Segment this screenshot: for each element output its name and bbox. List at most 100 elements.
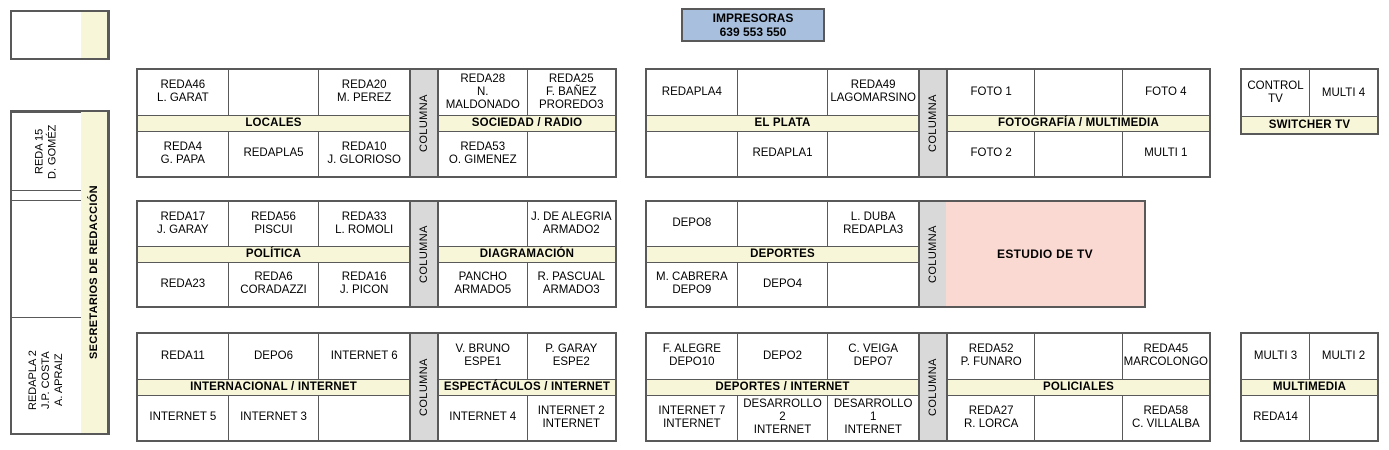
group-deportes-estudio: DEPO8 L. DUBA REDAPLA3 DEPORTES M. CABRE… [645,200,1146,308]
desk[interactable]: DEPO2 [738,334,829,379]
desk[interactable]: REDA25 F. BAÑEZ PROREDO3 [538,72,604,111]
desk[interactable]: V. BRUNO ESPE1 [439,334,528,379]
desk[interactable]: REDA23 [138,262,229,306]
desk[interactable]: REDA4 G. PAPA [138,131,229,176]
desk[interactable] [828,263,918,307]
desk[interactable] [1035,334,1123,379]
desk[interactable] [1035,395,1123,440]
desk[interactable]: REDA28 N. MALDONADO [439,70,528,115]
sidebar-desk-spacer-1[interactable] [12,190,81,200]
desk[interactable]: INTERNET 4 [439,395,528,440]
desk[interactable] [319,396,409,441]
columna-pillar: COLUMNA [920,332,946,442]
desk[interactable]: R. PASCUAL ARMADO3 [537,271,606,297]
desk[interactable]: PANCHO ARMADO5 [439,262,528,306]
desk[interactable]: REDA58 C. VILLALBA [1131,404,1200,430]
desk[interactable]: FOTO 1 [948,70,1036,115]
row-top: DEPO8 L. DUBA REDAPLA3 [647,202,918,246]
desk[interactable] [1035,70,1123,115]
row-top: REDA52 P. FUNARO REDA45 MARCOLONGO [948,334,1209,379]
row-bottom: INTERNET 5 INTERNET 3 [138,395,409,441]
row-bottom: INTERNET 7 INTERNET DESARROLLO 2 INTERNE… [647,395,918,440]
desk[interactable]: REDA52 P. FUNARO [948,334,1036,379]
desk[interactable]: REDAPLA5 [229,131,320,176]
desk[interactable] [1310,396,1377,441]
desk[interactable]: REDA16 J. PICON [339,271,389,297]
columna-pillar: COLUMNA [920,200,946,308]
desk[interactable] [828,132,918,177]
desk[interactable] [647,131,738,176]
desk[interactable]: MULTI 3 [1242,334,1310,379]
desk[interactable]: REDA46 L. GARAT [138,70,229,115]
desk[interactable]: REDA56 PISCUI [229,202,320,246]
side-espectaculos-internet: V. BRUNO ESPE1 P. GARAY ESPE2 ESPECTÁCUL… [437,332,617,442]
desk[interactable]: INTERNET 7 INTERNET [647,395,738,440]
row-bottom: REDA27 R. LORCA REDA58 C. VILLALBA [948,395,1209,440]
desk[interactable] [229,70,320,115]
desk[interactable]: MULTI 2 [1321,349,1366,362]
sidebar-desk-reda15[interactable]: REDA 15 D. GOMÉZ [12,112,81,190]
desk[interactable]: DESARROLLO 2 INTERNET [738,395,829,440]
printers-box[interactable]: IMPRESORAS 639 553 550 [681,8,825,42]
section-label-multimedia: MULTIMEDIA [1242,378,1377,396]
desk[interactable]: DEPO6 [229,334,320,379]
desk[interactable]: DESARROLLO 1 INTERNET [833,398,913,437]
desk[interactable]: M. CABRERA DEPO9 [647,262,738,306]
desk[interactable]: REDAPLA4 [647,70,738,115]
desk[interactable]: FOTO 2 [948,131,1036,176]
desk[interactable]: INTERNET 2 INTERNET [537,404,605,430]
columna-pillar: COLUMNA [411,332,437,442]
desk[interactable]: MULTI 1 [1144,147,1188,160]
row-top: MULTI 3 MULTI 2 [1242,334,1377,379]
row-top: REDA28 N. MALDONADO REDA25 F. BAÑEZ PROR… [439,70,615,115]
sidebar-desk-redapla2[interactable]: REDAPLA 2 J.P. COSTA A. APRAIZ [27,350,65,410]
desk[interactable]: REDA20 M. PEREZ [337,79,392,105]
desk[interactable]: INTERNET 3 [229,395,320,440]
side-policiales: REDA52 P. FUNARO REDA45 MARCOLONGO POLIC… [946,332,1211,442]
desk[interactable]: DEPO8 [647,202,738,246]
estudio-de-tv[interactable]: ESTUDIO DE TV [946,200,1146,308]
desk[interactable]: REDA6 CORADAZZI [229,262,320,306]
desk[interactable]: C. VEIGA DEPO7 [848,343,899,369]
side-sociedad-radio: REDA28 N. MALDONADO REDA25 F. BAÑEZ PROR… [437,68,617,178]
desk[interactable]: FOTO 4 [1145,85,1187,98]
group-locales-sociedad: REDA46 L. GARAT REDA20 M. PEREZ LOCALES … [136,68,617,178]
side-locales: REDA46 L. GARAT REDA20 M. PEREZ LOCALES … [136,68,411,178]
desk[interactable]: INTERNET 5 [138,395,229,440]
desk[interactable]: P. GARAY ESPE2 [545,343,598,369]
sidebar-desk-spacer-2[interactable] [12,317,81,327]
section-label-deportes-internet: DEPORTES / INTERNET [647,378,918,396]
desk[interactable] [528,132,616,177]
sidebar-desk-empty[interactable] [12,200,81,317]
desk[interactable]: DEPO4 [738,262,829,306]
desk[interactable] [738,70,829,115]
desk[interactable]: F. ALEGRE DEPO10 [647,334,738,379]
desk[interactable]: REDA33 L. ROMOLI [335,210,394,236]
desk[interactable]: MULTI 4 [1321,86,1366,99]
desk[interactable] [439,202,528,246]
desk[interactable]: INTERNET 6 [330,349,398,362]
desk[interactable]: REDA10 J. GLORIOSO [327,140,401,166]
desk[interactable]: J. DE ALEGRIA ARMADO2 [530,210,612,236]
printers-numbers: 639 553 550 [719,25,787,39]
desk[interactable]: REDA27 R. LORCA [948,395,1036,440]
columna-pillar: COLUMNA [411,200,437,308]
row-top: J. DE ALEGRIA ARMADO2 [439,202,615,246]
block-switcher-tv: CONTROL TV MULTI 4 SWITCHER TV [1240,68,1379,135]
desk[interactable]: REDA49 LAGOMARSINO [830,79,916,105]
desk[interactable] [1035,131,1123,176]
desk-top-left-empty[interactable] [10,10,110,60]
desk[interactable]: REDAPLA1 [738,131,829,176]
desk[interactable] [738,202,829,246]
desk[interactable]: REDA14 [1242,395,1310,440]
desk[interactable]: CONTROL TV [1242,70,1310,116]
desk[interactable]: REDA53 O. GIMENEZ [439,131,528,176]
desk[interactable]: REDA11 [138,334,229,379]
desk[interactable]: L. DUBA REDAPLA3 [843,210,904,236]
sidebar-label: SECRETARIOS DE REDACCIÓN [81,112,108,433]
desk[interactable]: REDA45 MARCOLONGO [1123,343,1208,369]
desk[interactable]: REDA17 J. GARAY [138,202,229,246]
row-top: F. ALEGRE DEPO10 DEPO2 C. VEIGA DEPO7 [647,334,918,379]
section-label-politica: POLÍTICA [138,245,409,263]
